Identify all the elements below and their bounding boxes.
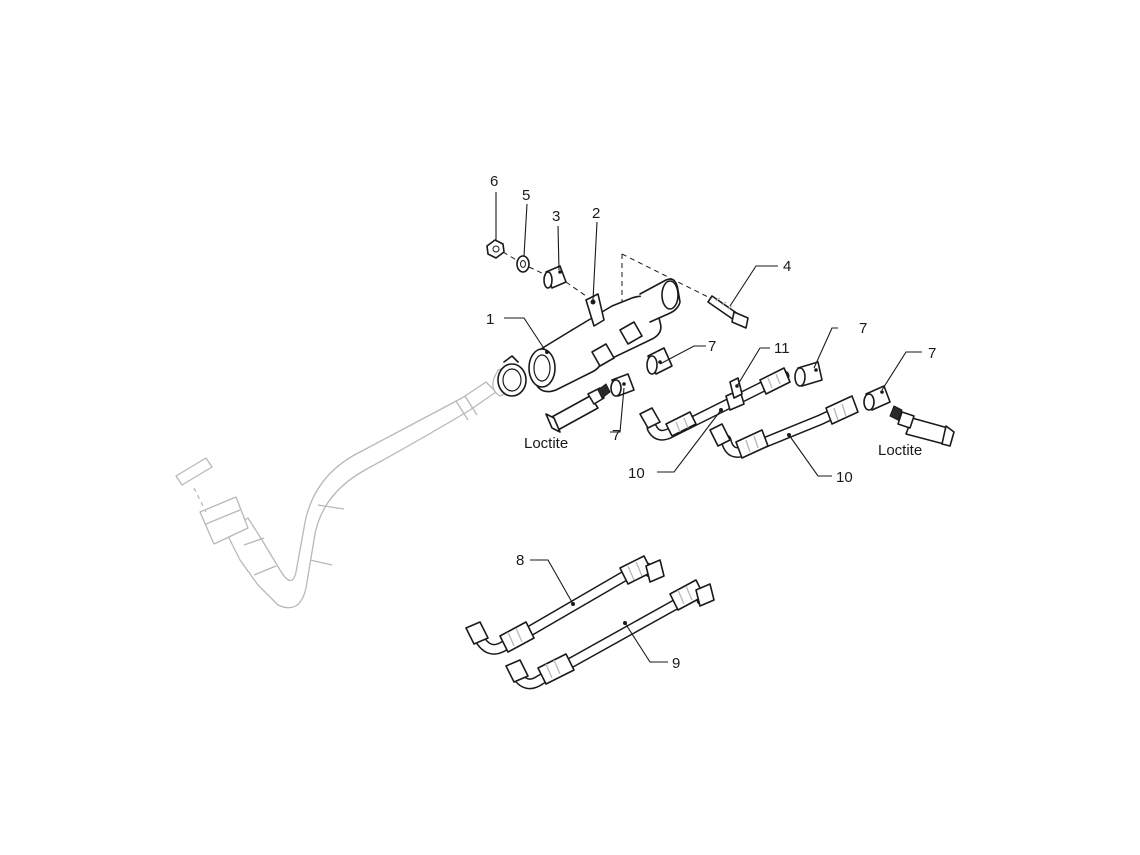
spacer-part-3 [543, 265, 567, 289]
callout-7-upper-right: 7 [859, 320, 867, 337]
ghost-exhaust-pipe [175, 368, 513, 609]
callout-5: 5 [522, 187, 530, 204]
washer-part-5 [516, 255, 530, 273]
loctite-tube-left [545, 383, 611, 433]
callout-7-right: 7 [928, 345, 936, 362]
hose-9 [505, 579, 715, 690]
tee-fitting-11 [725, 377, 745, 411]
loctite-label-left: Loctite [524, 435, 568, 452]
hose-8 [465, 555, 665, 655]
leader-lines [495, 192, 922, 663]
loctite-label-right: Loctite [878, 442, 922, 459]
callout-11: 11 [774, 340, 790, 357]
callout-3: 3 [552, 208, 560, 225]
callout-7-center: 7 [708, 338, 716, 355]
callout-6: 6 [490, 173, 498, 190]
callout-9: 9 [672, 655, 680, 672]
hose-clamp [497, 355, 527, 397]
callout-7-left: 7 [612, 427, 620, 444]
fitting-7-right [863, 385, 891, 411]
fitting-7-center [646, 347, 673, 375]
hose-10-left [639, 367, 791, 441]
nut-part-6 [486, 239, 505, 259]
bolt-part-4 [707, 295, 749, 329]
callout-8: 8 [516, 552, 524, 569]
fitting-7-left [610, 373, 635, 397]
callout-10-left: 10 [628, 465, 645, 482]
callout-10-right: 10 [836, 469, 853, 486]
callout-4: 4 [783, 258, 791, 275]
heat-exchanger-body [528, 278, 681, 393]
fitting-7-upper-right [794, 361, 823, 387]
loctite-tube-right [889, 405, 955, 447]
callout-2: 2 [592, 205, 600, 222]
callout-numbers: 6 5 3 2 1 4 7 7 11 7 7 10 10 8 9 [486, 173, 936, 672]
hose-10-right [709, 395, 859, 459]
callout-1: 1 [486, 311, 494, 328]
